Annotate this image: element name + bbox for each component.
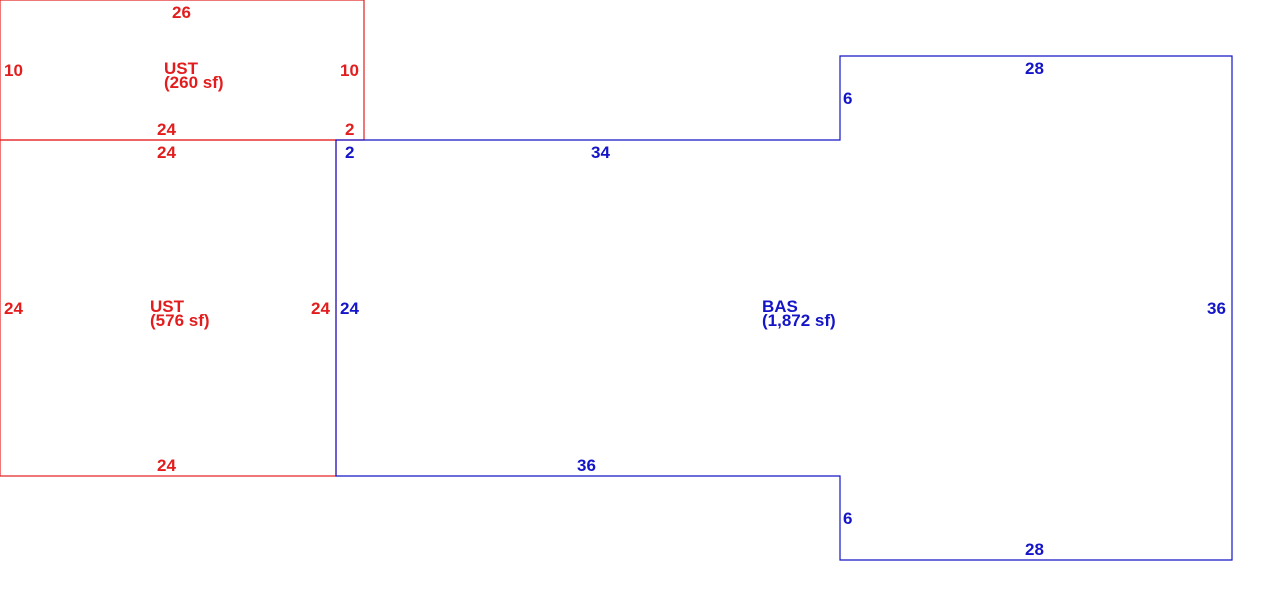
bas-dim-upper-right-top: 28 xyxy=(1025,59,1044,78)
bas-dim-lower-right-bottom: 28 xyxy=(1025,540,1044,559)
ust-top-area-label: (260 sf) xyxy=(164,73,224,92)
ust-top-dim-bottom: 24 xyxy=(157,120,176,139)
ust-main-code-label: UST xyxy=(150,297,185,316)
bas-area-label: (1,872 sf) xyxy=(762,311,836,330)
ust-main-area-label: (576 sf) xyxy=(150,311,210,330)
bas-code-label: BAS xyxy=(762,297,798,316)
bas-dim-lower-jog: 6 xyxy=(843,509,852,528)
bas-dim-bottom: 36 xyxy=(577,456,596,475)
bas-outline xyxy=(335,55,1233,561)
ust-top-code-label: UST xyxy=(164,59,199,78)
ust-top-dim-top: 26 xyxy=(172,3,191,22)
ust-top-dim-left: 10 xyxy=(4,61,23,80)
ust-main-area: 24 24 24 24 UST (576 sf) xyxy=(0,139,337,477)
bas-dim-left: 24 xyxy=(340,299,359,318)
ust-main-dim-top: 24 xyxy=(157,143,176,162)
ust-top-dim-right: 10 xyxy=(340,61,359,80)
ust-top-dim-bottom-right: 2 xyxy=(345,120,354,139)
ust-main-dim-right: 24 xyxy=(311,299,330,318)
bas-dim-top: 34 xyxy=(591,143,610,162)
bas-dim-right: 36 xyxy=(1207,299,1226,318)
bas-area: 2 34 6 28 24 36 36 6 28 BAS (1,872 sf) xyxy=(335,55,1233,561)
ust-top-area: 26 10 10 24 2 UST (260 sf) xyxy=(0,0,365,141)
ust-main-dim-bottom: 24 xyxy=(157,456,176,475)
bas-dim-top-left-jog: 2 xyxy=(345,143,354,162)
bas-dim-upper-jog: 6 xyxy=(843,89,852,108)
ust-main-dim-left: 24 xyxy=(4,299,23,318)
